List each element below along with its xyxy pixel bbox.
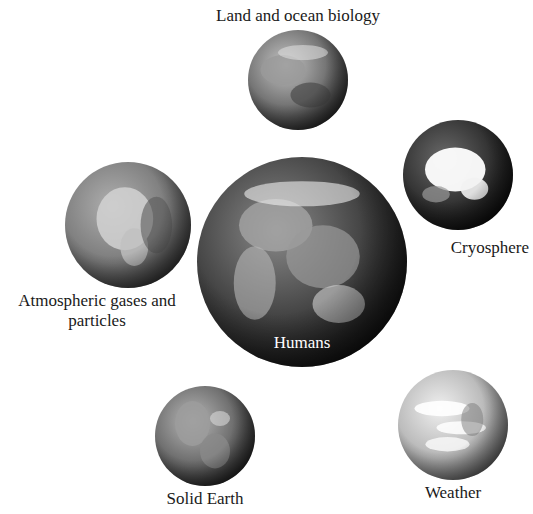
globe-label: Solid Earth — [167, 489, 244, 509]
label-box: Weather — [425, 483, 481, 503]
globe-node: Cryosphere — [403, 120, 513, 230]
globe-picture — [398, 370, 508, 480]
globe-shading — [398, 370, 508, 480]
globe-picture — [248, 30, 348, 130]
globe-shading — [403, 120, 513, 230]
globe-node: Humans — [197, 157, 407, 367]
globe-shading — [197, 157, 407, 367]
globe-label: Cryosphere — [451, 238, 529, 258]
globe-node: Atmospheric gases and particles — [65, 162, 191, 288]
globe-shading — [248, 30, 348, 130]
globe-disc — [248, 30, 348, 130]
label-box: Land and ocean biology — [216, 6, 380, 26]
globe-node: Solid Earth — [155, 386, 255, 486]
globe-label: Humans — [274, 333, 331, 353]
label-box: Cryosphere — [451, 238, 529, 258]
globe-node: Weather — [398, 370, 508, 480]
label-box: Solid Earth — [167, 489, 244, 509]
globe-node: Land and ocean biology — [248, 30, 348, 130]
globe-disc — [398, 370, 508, 480]
globe-picture — [65, 162, 191, 288]
globe-disc — [197, 157, 407, 367]
globe-label: Atmospheric gases and particles — [7, 291, 187, 331]
globe-disc — [65, 162, 191, 288]
globe-shading — [65, 162, 191, 288]
label-box: Humans — [274, 333, 331, 353]
globe-picture — [155, 386, 255, 486]
globe-label: Land and ocean biology — [216, 6, 380, 26]
globe-disc — [155, 386, 255, 486]
globe-label: Weather — [425, 483, 481, 503]
globe-disc — [403, 120, 513, 230]
globe-shading — [155, 386, 255, 486]
globe-picture — [403, 120, 513, 230]
label-box: Atmospheric gases and particles — [7, 291, 187, 331]
